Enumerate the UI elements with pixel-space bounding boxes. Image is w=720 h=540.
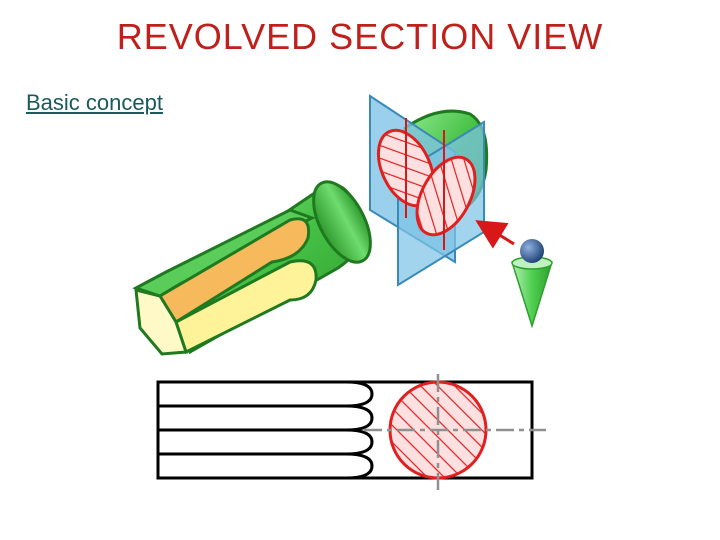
ortho-groove-bottom bbox=[158, 452, 374, 480]
eye-viewer-icon bbox=[520, 239, 544, 263]
section-area-revolved bbox=[415, 155, 477, 237]
ortho-groove-middle bbox=[158, 404, 374, 432]
ortho-groove-lower bbox=[158, 428, 374, 456]
object-cylinder-end bbox=[312, 180, 372, 264]
viewing-direction-arrow-icon bbox=[475, 220, 515, 249]
object-groove-face bbox=[157, 217, 311, 325]
cutting-plane-assembly bbox=[369, 94, 489, 287]
object-3d bbox=[132, 180, 372, 356]
page-title: REVOLVED SECTION VIEW bbox=[116, 16, 604, 57]
viewer-group bbox=[475, 220, 553, 329]
object-lower-groove bbox=[174, 259, 318, 355]
page-subtitle: Basic concept bbox=[26, 90, 163, 115]
object-hex-end-face bbox=[134, 288, 189, 356]
ortho-groove-upper bbox=[158, 380, 374, 408]
center-lines bbox=[364, 374, 546, 490]
